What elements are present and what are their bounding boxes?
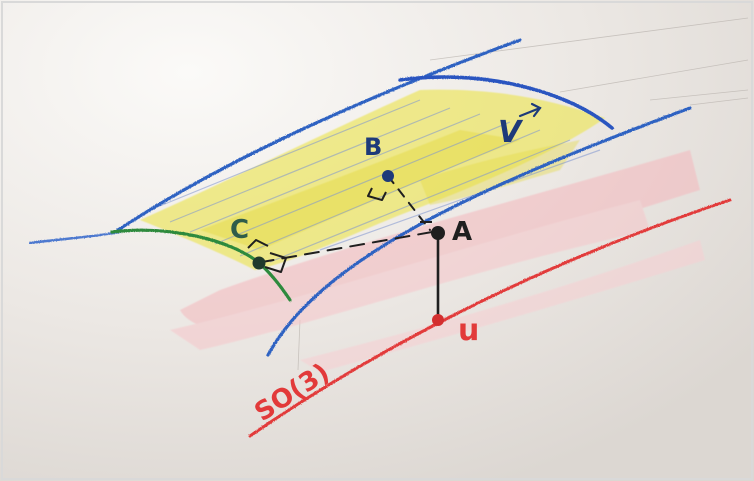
right-angle-marker-b xyxy=(367,187,387,201)
right-angle-marker-c-upper xyxy=(247,239,269,249)
point-u-dot xyxy=(432,314,444,326)
label-v: V xyxy=(498,115,524,150)
dashed-line-a-to-c xyxy=(261,231,433,263)
green-surface-left-edge xyxy=(110,228,292,302)
blue-surface-lower-edge xyxy=(266,106,692,357)
yellow-shaded-subspace xyxy=(140,89,605,271)
red-shaded-region xyxy=(170,150,705,372)
point-c-dot xyxy=(252,256,266,270)
label-c: C xyxy=(230,215,249,245)
red-curve-so3 xyxy=(248,198,732,438)
right-angle-markers xyxy=(247,187,432,273)
point-b-dot xyxy=(382,170,394,182)
blue-surface-upper-edge xyxy=(116,38,522,232)
point-a-dot xyxy=(431,226,445,240)
blue-surface-right-edge xyxy=(398,75,614,130)
v-arrow xyxy=(518,102,542,118)
label-a: A xyxy=(452,217,472,247)
right-angle-marker-c xyxy=(264,252,287,273)
label-u: u xyxy=(458,313,479,348)
label-b: B xyxy=(364,133,382,161)
blue-hatching xyxy=(149,99,601,263)
